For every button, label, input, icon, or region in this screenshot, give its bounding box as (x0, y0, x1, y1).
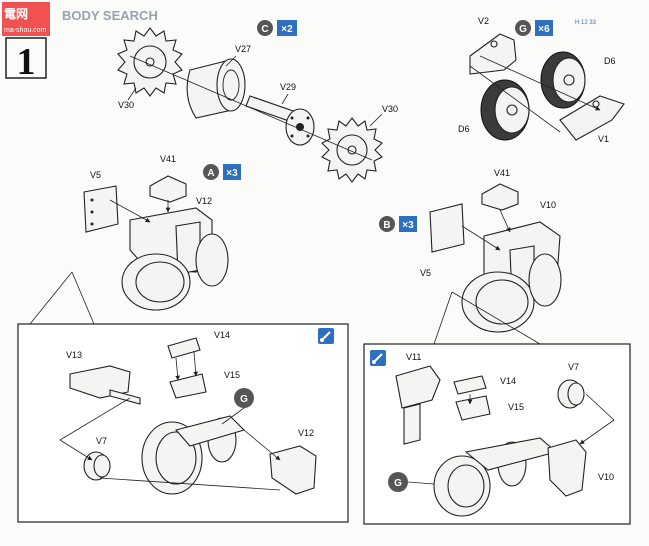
plate-v5-b (429, 203, 465, 253)
arm-v10 (547, 439, 587, 497)
bracket-v2 (469, 33, 517, 75)
sprocket-v30-left (117, 27, 183, 97)
cap-v7-right (557, 379, 585, 409)
wheel-d6-back (540, 51, 586, 109)
cap-v7-left (83, 451, 111, 481)
svg-text:A: A (207, 168, 214, 179)
svg-text:H 12 33: H 12 33 (575, 20, 597, 26)
glue-icon (318, 328, 334, 344)
svg-text:ma-shou.com: ma-shou.com (4, 27, 47, 34)
svg-text:V7: V7 (96, 436, 107, 446)
link-v14-b (453, 375, 487, 395)
sprocket-assembly-c: C ×2 V27 V2 (117, 20, 398, 183)
svg-text:V15: V15 (508, 402, 524, 412)
svg-text:V30: V30 (382, 104, 398, 114)
hub-v27 (186, 58, 246, 119)
svg-text:V2: V2 (478, 16, 489, 26)
svg-text:V5: V5 (420, 268, 431, 278)
svg-text:V12: V12 (196, 196, 212, 206)
arm-v15-b (455, 395, 491, 421)
svg-text:V30: V30 (118, 100, 134, 110)
svg-text:V1: V1 (598, 134, 609, 144)
bracket-v11 (395, 365, 441, 409)
svg-text:V41: V41 (160, 154, 176, 164)
watermark: 電网 ma-shou.com BODY SEARCH (2, 2, 158, 36)
bracket-v13 (69, 365, 131, 399)
cap-v41 (149, 175, 187, 203)
detail-box-right: G V11 V14 V15 V7 V10 (363, 343, 631, 525)
badge-b: B ×3 (379, 216, 417, 232)
svg-text:G: G (394, 478, 402, 489)
arm-v12 (269, 445, 317, 495)
svg-text:BODY SEARCH: BODY SEARCH (62, 8, 158, 23)
svg-text:C: C (261, 24, 268, 35)
svg-text:V10: V10 (540, 200, 556, 210)
svg-text:V29: V29 (280, 82, 296, 92)
road-wheel-b (461, 253, 562, 333)
svg-text:V41: V41 (494, 168, 510, 178)
svg-text:V12: V12 (298, 428, 314, 438)
road-wheel (121, 233, 229, 311)
svg-text:×2: ×2 (281, 24, 293, 35)
svg-text:V14: V14 (500, 376, 516, 386)
bracket-v1 (559, 95, 625, 141)
wheel-g-right (433, 437, 558, 517)
step-number-icon: 1 (5, 37, 47, 83)
road-wheel-assembly-g: G ×6 H 12 33 V2 D6 D6 V1 (458, 16, 625, 144)
svg-text:V5: V5 (90, 170, 101, 180)
svg-text:×6: ×6 (538, 24, 550, 35)
badge-a: A ×3 (203, 164, 241, 180)
svg-text:電网: 電网 (4, 7, 28, 21)
badge-c: C ×2 (257, 20, 297, 36)
svg-text:×3: ×3 (402, 220, 414, 231)
svg-text:B: B (383, 220, 390, 231)
svg-text:G: G (240, 394, 248, 405)
sprocket-v30-right (321, 117, 383, 183)
svg-text:D6: D6 (604, 56, 616, 66)
wheel-d6-front (480, 79, 530, 141)
suspension-assembly-a: A ×3 V5 V41 V12 (83, 154, 241, 311)
svg-text:1: 1 (17, 41, 36, 83)
suspension-assembly-b: B ×3 V41 V10 V5 (379, 168, 562, 333)
svg-text:V10: V10 (598, 472, 614, 482)
svg-text:×3: ×3 (226, 168, 238, 179)
axle-v29 (245, 95, 315, 146)
svg-text:V15: V15 (224, 370, 240, 380)
svg-text:V27: V27 (235, 44, 251, 54)
svg-text:V14: V14 (214, 330, 230, 340)
svg-text:V7: V7 (568, 362, 579, 372)
plate-v5 (83, 185, 119, 233)
detail-box-left: G V13 V14 V15 V7 V12 (17, 323, 349, 523)
badge-g: G ×6 H 12 33 (515, 20, 597, 36)
svg-text:V13: V13 (66, 350, 82, 360)
svg-text:D6: D6 (458, 124, 470, 134)
svg-text:G: G (519, 24, 527, 35)
link-v14 (167, 337, 201, 359)
glue-icon-right (370, 350, 386, 366)
cap-v41-b (481, 183, 519, 211)
svg-text:V11: V11 (406, 352, 421, 362)
